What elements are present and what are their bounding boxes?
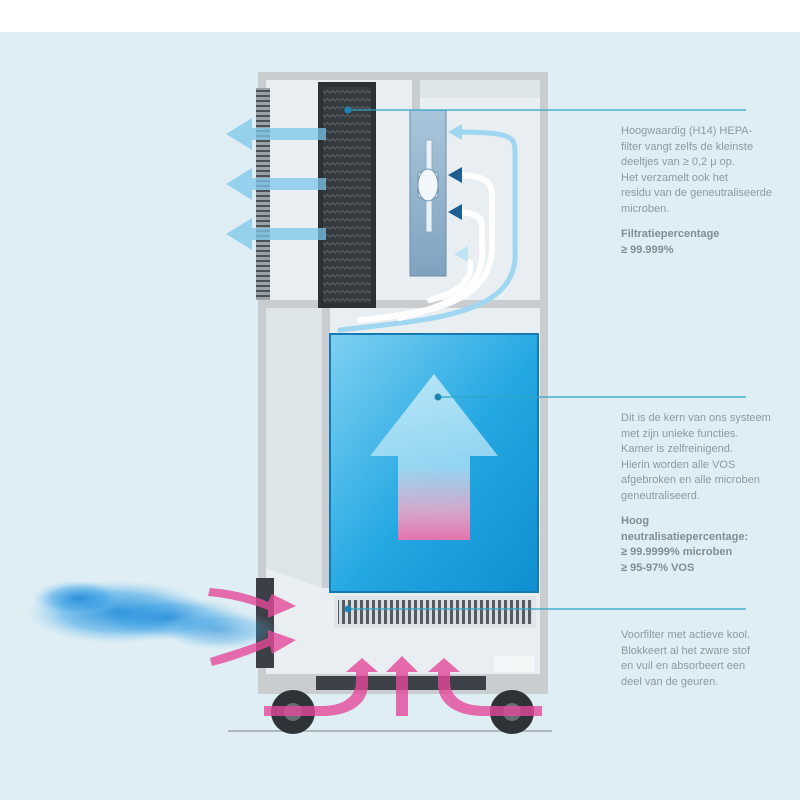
callout-text-line: Hierin worden alle VOS	[621, 458, 736, 471]
callout-text-line: deeltjes van ≥ 0,2 μ op.	[621, 156, 735, 168]
callout-text-line: Voorfilter met actieve kool.	[621, 629, 751, 641]
callout-text-line: Kamer is zelfreinigend.	[621, 443, 733, 455]
callout-text-line: Dit is de kern van ons systeem	[621, 412, 771, 424]
inflow-arrows	[208, 588, 542, 716]
hepa-filter	[318, 82, 376, 308]
callout-text-line: Hoogwaardig (H14) HEPA-	[621, 125, 753, 137]
callout-reactor-core: Dit is de kern van ons systeem met zijn …	[621, 411, 796, 576]
callout-prefilter: Voorfilter met actieve kool. Blokkeert a…	[621, 628, 796, 690]
callout-value: neutralisatiepercentage:	[621, 530, 749, 543]
callout-text-line: deel van de geuren.	[621, 675, 719, 688]
callout-text-line: Het verzamelt ook het	[621, 171, 728, 184]
callout-text-line: residu van de geneutraliseerde	[621, 187, 773, 199]
upflow-arrow	[370, 374, 498, 540]
callout-text-line: en vuil en absorbeert een	[621, 660, 746, 672]
exhaust-grille	[256, 88, 270, 300]
prefilter	[334, 596, 536, 628]
callout-value: ≥ 99.999%	[621, 243, 674, 256]
outflow-arrows	[226, 118, 326, 250]
leader-dots	[344, 106, 442, 613]
callout-text-line: microben.	[621, 202, 670, 215]
callout-heading: Hoog	[621, 515, 650, 527]
callout-value: ≥ 95-97% VOS	[621, 561, 695, 574]
leader-dot-core	[434, 393, 442, 401]
internal-airflow	[337, 124, 518, 333]
leader-dot-prefilter	[344, 605, 352, 613]
callout-text-line: filter vangt zelfs de kleinste	[621, 140, 754, 153]
callout-hepa-filter: Hoogwaardig (H14) HEPA- filter vangt zel…	[621, 124, 796, 258]
leader-lines	[348, 109, 746, 610]
callout-text-line: Blokkeert al het zware stof	[621, 644, 751, 657]
reactor-chamber	[329, 333, 539, 593]
callout-text-line: geneutraliseerd.	[621, 489, 700, 502]
dust-cloud	[26, 580, 280, 650]
leader-dot-hepa	[344, 106, 352, 114]
callout-text-line: met zijn unieke functies.	[621, 427, 739, 440]
callout-heading: Filtratiepercentage	[621, 228, 720, 240]
callout-text-line: afgebroken en alle microben	[621, 474, 760, 486]
callout-value: ≥ 99.9999% microben	[621, 546, 733, 558]
fan-icon	[409, 109, 447, 277]
